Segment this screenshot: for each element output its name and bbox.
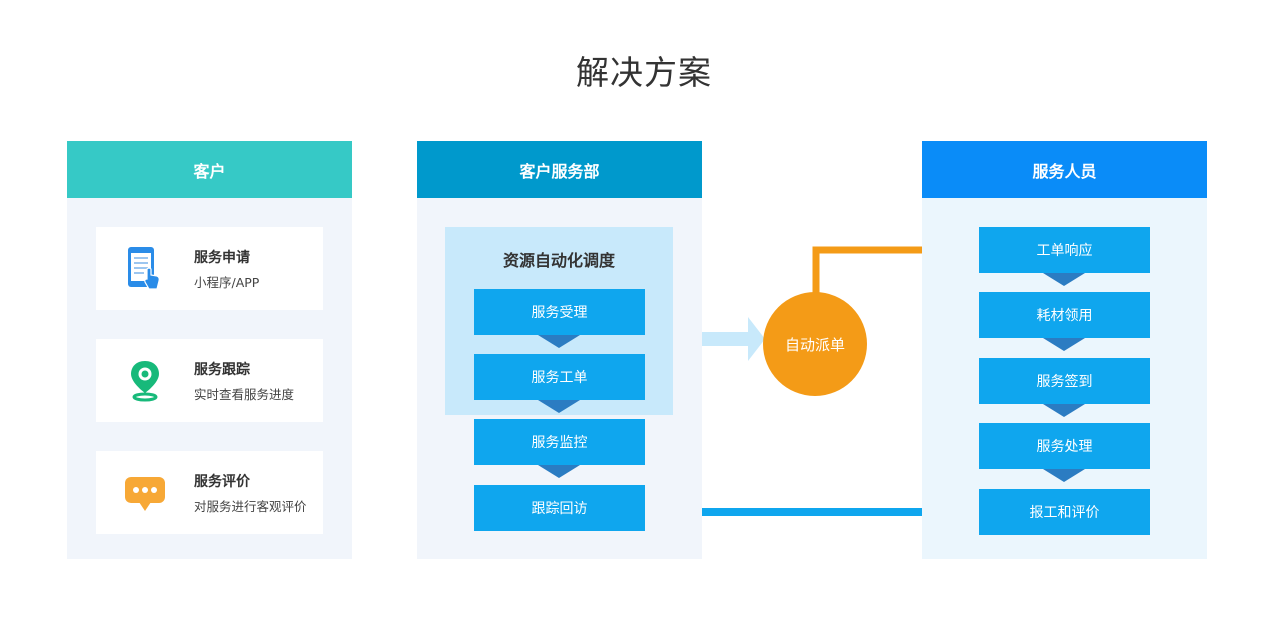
location-pin-icon [96,359,194,403]
flow-arrow [1043,469,1085,482]
mobile-app-icon [96,244,194,294]
step-respond: 工单响应 [979,227,1150,273]
step-report-rate: 报工和评价 [979,489,1150,535]
service-dept-header: 客户服务部 [417,141,702,198]
flow-arrow [538,465,580,478]
card-title: 服务申请 [194,249,250,266]
card-title: 服务跟踪 [194,361,250,378]
step-work-order: 服务工单 [474,354,645,400]
card-service-tracking: 服务跟踪 实时查看服务进度 [96,339,323,422]
auto-dispatch-node: 自动派单 [763,292,867,396]
step-follow-up: 跟踪回访 [474,485,645,531]
card-service-rating: 服务评价 对服务进行客观评价 [96,451,323,534]
card-subtitle: 实时查看服务进度 [194,386,295,402]
staff-header: 服务人员 [922,141,1207,198]
card-subtitle: 对服务进行客观评价 [194,498,307,514]
card-title: 服务评价 [194,473,250,490]
flow-arrow [538,335,580,348]
step-accept: 服务受理 [474,289,645,335]
card-service-request: 服务申请 小程序/APP [96,227,323,310]
group-title: 资源自动化调度 [502,251,615,270]
customer-header: 客户 [67,141,352,198]
step-monitor: 服务监控 [474,419,645,465]
card-subtitle: 小程序/APP [194,274,260,290]
page-title: 解决方案 [576,53,712,92]
step-process: 服务处理 [979,423,1150,469]
flow-arrow [1043,338,1085,351]
step-consumables: 耗材领用 [979,292,1150,338]
flow-arrow [538,400,580,413]
flow-arrow [1043,404,1085,417]
chat-bubble-icon [96,471,194,515]
flow-arrow [1043,273,1085,286]
step-check-in: 服务签到 [979,358,1150,404]
